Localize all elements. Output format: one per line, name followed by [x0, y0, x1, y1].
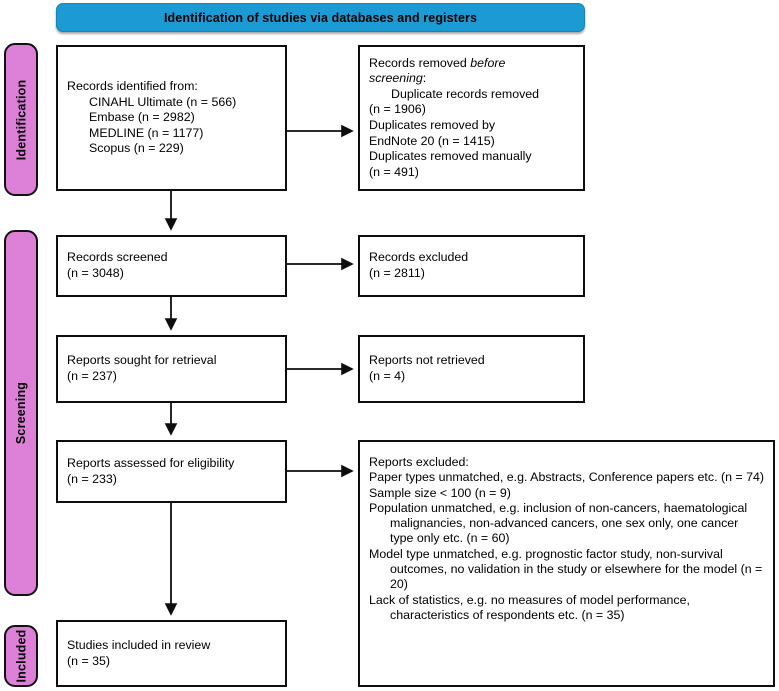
- box-studies-included: Studies included in review (n = 35): [56, 620, 287, 687]
- box-reports-assessed: Reports assessed for eligibility (n = 23…: [56, 440, 287, 503]
- reports-sought-label: Reports sought for retrieval: [67, 353, 217, 368]
- records-removed-heading-b: screening: [369, 71, 423, 86]
- reports-assessed-label: Reports assessed for eligibility: [67, 455, 235, 470]
- box-records-excluded: Records excluded (n = 2811): [358, 235, 585, 297]
- reports-excluded-reason-0: Paper types unmatched, e.g. Abstracts, C…: [369, 470, 764, 485]
- records-removed-item-0: Duplicate records removed: [391, 86, 540, 101]
- stage-band-identification-label: Identification: [14, 79, 29, 160]
- records-identified-source-0: CINAHL Ultimate (n = 566): [89, 94, 237, 109]
- records-removed-item-5: (n = 491): [369, 164, 419, 179]
- reports-excluded-reason-4: Lack of statistics, e.g. no measures of …: [369, 592, 690, 622]
- records-removed-heading-line2: screening:: [369, 71, 574, 87]
- reports-excluded-reason-1: Sample size < 100 (n = 9): [369, 485, 511, 500]
- reports-excluded-heading: Reports excluded:: [369, 455, 469, 469]
- records-identified-source-1: Embase (n = 2982): [89, 110, 195, 125]
- records-removed-item-1: (n = 1906): [369, 102, 426, 117]
- records-removed-heading-line1: Records removed before: [369, 56, 574, 72]
- reports-sought-count: (n = 237): [67, 369, 117, 383]
- box-records-identified: Records identified from: CINAHL Ultimate…: [56, 45, 287, 191]
- records-removed-heading-a: Records removed: [369, 55, 471, 70]
- banner-title: Identification of studies via databases …: [163, 10, 478, 25]
- studies-included-count: (n = 35): [67, 653, 111, 668]
- box-reports-excluded-detail: Reports excluded: Paper types unmatched,…: [358, 440, 775, 687]
- diagram-banner: Identification of studies via databases …: [56, 3, 585, 32]
- stage-band-screening: Screening: [4, 230, 38, 596]
- box-records-screened: Records screened (n = 3048): [56, 235, 287, 297]
- records-identified-source-2: MEDLINE (n = 1177): [89, 125, 204, 140]
- records-identified-heading: Records identified from:: [67, 79, 198, 94]
- records-identified-source-3: Scopus (n = 229): [89, 141, 184, 156]
- records-removed-item-3: EndNote 20 (n = 1415): [369, 133, 495, 148]
- records-screened-count: (n = 3048): [67, 266, 124, 280]
- stage-band-screening-label: Screening: [14, 381, 28, 445]
- reports-excluded-reason-2: Population unmatched, e.g. inclusion of …: [369, 500, 748, 546]
- reports-not-retrieved-count: (n = 4): [369, 369, 406, 383]
- records-removed-item-4: Duplicates removed manually: [369, 149, 532, 164]
- records-removed-heading-em: before: [470, 55, 506, 70]
- box-reports-sought: Reports sought for retrieval (n = 237): [56, 335, 287, 403]
- records-excluded-count: (n = 2811): [369, 266, 425, 280]
- stage-band-included-label: Included: [14, 629, 28, 683]
- reports-not-retrieved-label: Reports not retrieved: [369, 353, 485, 368]
- box-reports-not-retrieved: Reports not retrieved (n = 4): [358, 335, 585, 403]
- stage-band-included: Included: [4, 625, 38, 687]
- records-screened-label: Records screened: [67, 250, 168, 265]
- studies-included-label: Studies included in review: [67, 637, 211, 652]
- records-excluded-label: Records excluded: [369, 250, 469, 265]
- box-records-removed: Records removed before screening: Duplic…: [358, 45, 585, 191]
- records-removed-heading-colon: :: [422, 71, 427, 86]
- reports-assessed-count: (n = 233): [67, 471, 117, 486]
- records-removed-item-2: Duplicates removed by: [369, 118, 496, 132]
- reports-excluded-reason-3: Model type unmatched, e.g. prognostic fa…: [369, 546, 763, 592]
- stage-band-identification: Identification: [4, 43, 38, 196]
